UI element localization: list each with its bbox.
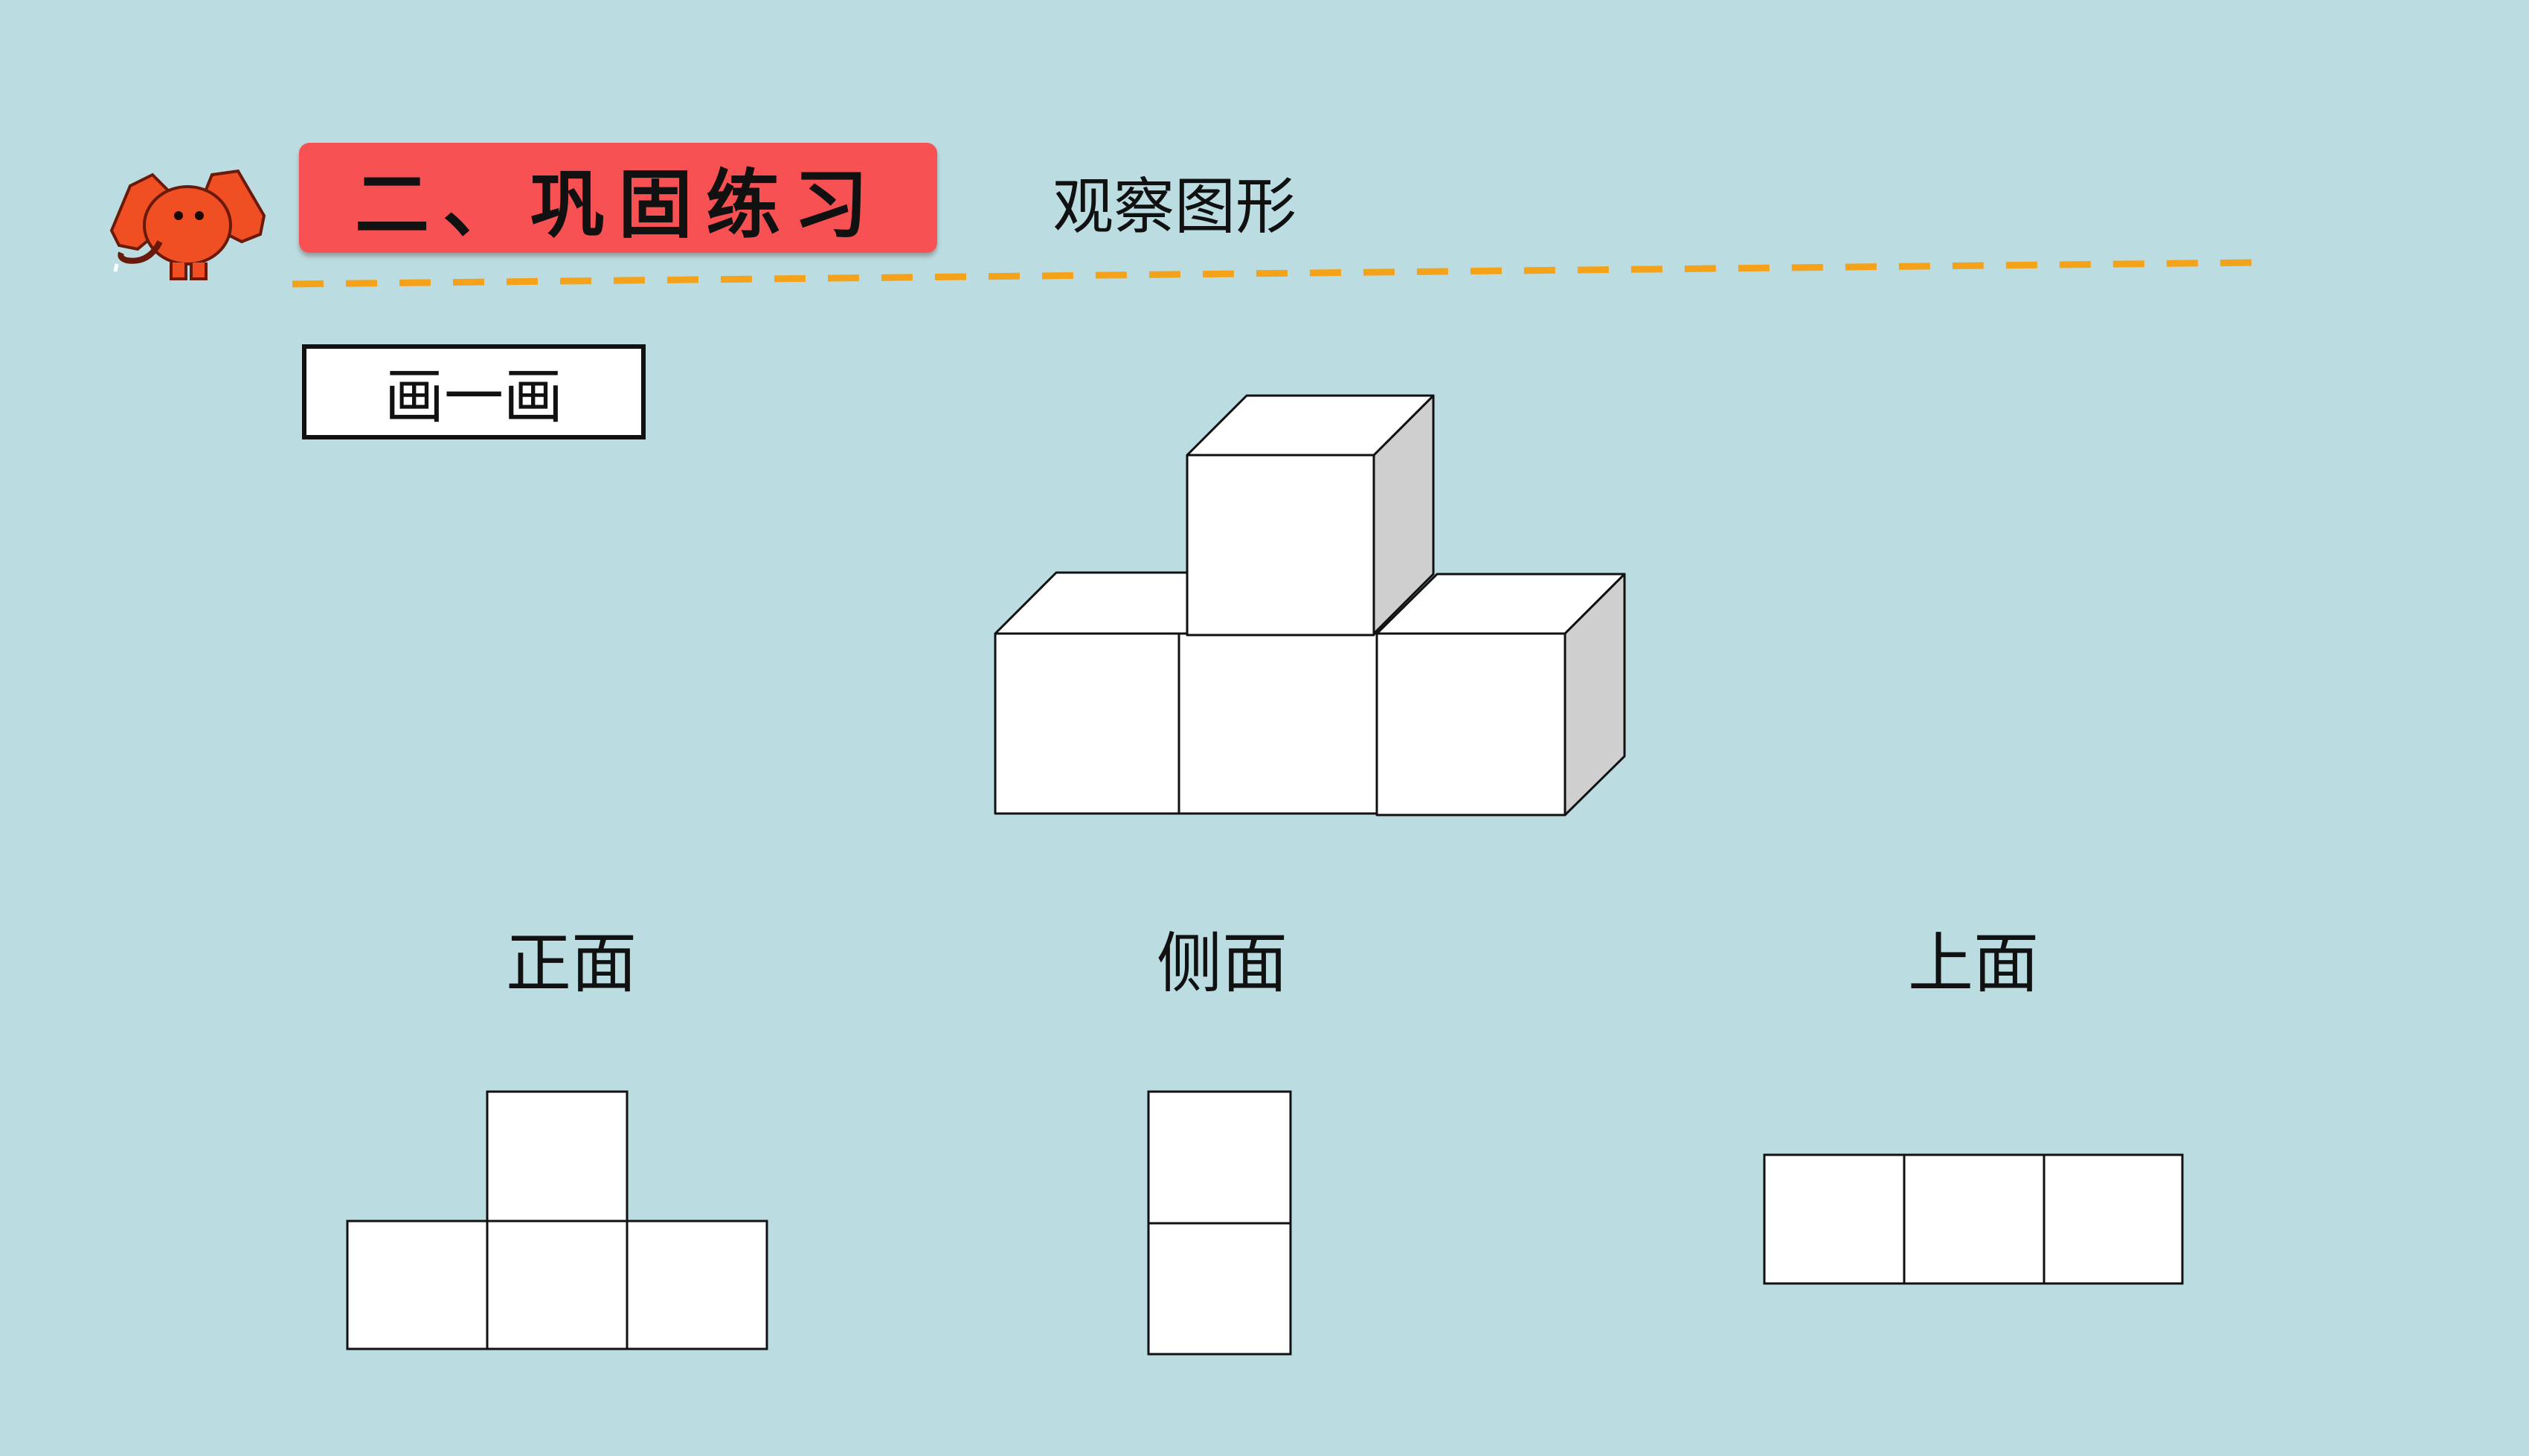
task-label: 画一画	[385, 362, 563, 431]
top-view-diagram	[1763, 1153, 2184, 1285]
cube-right-front	[1375, 632, 1566, 816]
top-view-square	[1903, 1153, 2046, 1285]
top-view-square	[1763, 1153, 1906, 1285]
section-title-banner: 二、巩固练习	[299, 143, 937, 253]
side-view-diagram	[1147, 1090, 1292, 1356]
front-view-diagram	[346, 1090, 768, 1350]
top-view-label: 上面	[1908, 925, 2040, 1002]
elephant-icon	[109, 169, 266, 280]
side-view-square	[1147, 1090, 1292, 1225]
front-view-square	[626, 1220, 768, 1350]
side-view-label: 侧面	[1157, 925, 1288, 1002]
cube-upper-front	[1186, 454, 1375, 637]
side-view-square	[1147, 1222, 1292, 1356]
cube-left-top	[994, 571, 1189, 635]
section-title: 二、巩固练习	[355, 160, 881, 248]
front-view-square	[486, 1220, 629, 1350]
top-view-square	[2043, 1153, 2184, 1285]
front-view-label: 正面	[506, 925, 637, 1002]
cube-middle-front	[1177, 632, 1380, 815]
page-subtitle: 观察图形	[1053, 172, 1297, 242]
front-view-square	[486, 1090, 629, 1223]
task-label-box: 画一画	[302, 344, 646, 439]
cube-solid-diagram	[994, 394, 1626, 816]
cube-left-front	[994, 632, 1180, 815]
front-view-square	[346, 1220, 489, 1350]
